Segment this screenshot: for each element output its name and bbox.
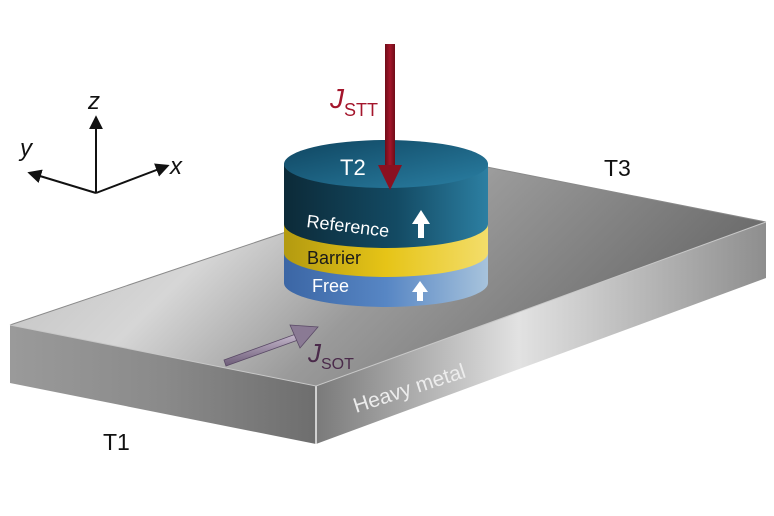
y-axis-arrow (27, 169, 97, 194)
y-axis-label: y (18, 135, 34, 162)
sot-current-arrow (223, 324, 319, 367)
terminal-t1-label: T1 (103, 429, 130, 455)
slab-right-face (316, 222, 766, 444)
x-axis-label: x (169, 153, 183, 180)
reference-layer (284, 164, 488, 248)
slab-front-face (10, 325, 316, 444)
z-axis-label: z (87, 88, 100, 115)
terminal-t2-label: T2 (340, 155, 366, 180)
free-magnetization-arrow (412, 281, 428, 301)
barrier-label: Barrier (307, 248, 361, 268)
j-sot-label: JSOT (307, 338, 354, 373)
coordinate-axes: z y x (18, 88, 183, 194)
mtj-stack: Reference Barrier Free T2 (284, 140, 488, 307)
terminal-t3-label: T3 (604, 155, 631, 181)
stt-current-arrow (378, 44, 402, 190)
free-label: Free (312, 276, 349, 296)
j-stt-label: JSTT (329, 83, 378, 120)
x-axis-arrow (95, 163, 170, 194)
reference-magnetization-arrow (412, 210, 430, 238)
